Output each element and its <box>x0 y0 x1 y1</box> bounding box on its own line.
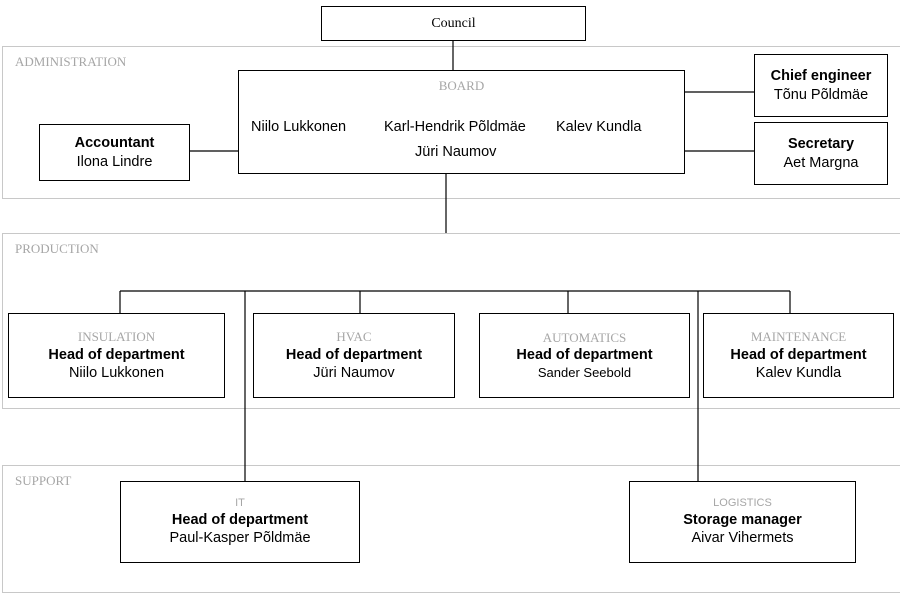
it-role: Head of department <box>171 511 309 528</box>
support-label: SUPPORT <box>15 473 72 488</box>
insulation-head-name: Niilo Lukkonen <box>68 364 165 381</box>
logistics-box: LOGISTICS Storage manager Aivar Vihermet… <box>629 481 856 563</box>
secretary-name: Aet Margna <box>783 154 859 171</box>
secretary-role: Secretary <box>787 136 855 153</box>
automatics-dept-label: AUTOMATICS <box>542 330 627 346</box>
secretary-box: Secretary Aet Margna <box>754 122 888 185</box>
automatics-box: AUTOMATICS Head of department Sander See… <box>479 313 690 398</box>
accountant-role: Accountant <box>74 135 155 152</box>
automatics-head-name: Sander Seebold <box>537 364 632 380</box>
production-label: PRODUCTION <box>15 241 99 256</box>
council-box: Council <box>321 6 586 41</box>
maintenance-box: MAINTENANCE Head of department Kalev Kun… <box>703 313 894 398</box>
board-member: Niilo Lukkonen <box>251 119 347 135</box>
administration-label: ADMINISTRATION <box>15 54 127 69</box>
board-label: BOARD <box>438 78 485 93</box>
maintenance-dept-label: MAINTENANCE <box>750 329 847 345</box>
it-head-name: Paul-Kasper Põldmäe <box>169 529 311 546</box>
administration-band: ADMINISTRATION <box>2 46 900 199</box>
insulation-box: INSULATION Head of department Niilo Lukk… <box>8 313 225 398</box>
hvac-head-name: Jüri Naumov <box>313 364 395 381</box>
maintenance-role: Head of department <box>730 346 867 363</box>
automatics-role: Head of department <box>516 347 653 364</box>
logistics-manager-name: Aivar Vihermets <box>691 529 794 546</box>
logistics-role: Storage manager <box>683 511 802 528</box>
hvac-box: HVAC Head of department Jüri Naumov <box>253 313 455 398</box>
board-member: Kalev Kundla <box>556 119 642 135</box>
insulation-role: Head of department <box>48 346 185 363</box>
production-band: PRODUCTION <box>2 233 900 409</box>
it-box: IT Head of department Paul-Kasper Põldmä… <box>120 481 360 563</box>
board-member: Jüri Naumov <box>415 144 497 160</box>
chief-engineer-role: Chief engineer <box>770 68 872 85</box>
hvac-dept-label: HVAC <box>336 329 372 345</box>
chief-engineer-box: Chief engineer Tõnu Põldmäe <box>754 54 888 117</box>
council-label: Council <box>431 15 476 31</box>
board-box: BOARD Niilo Lukkonen Karl-Hendrik Põldmä… <box>238 70 685 174</box>
logistics-dept-label: LOGISTICS <box>713 497 772 509</box>
insulation-dept-label: INSULATION <box>77 329 156 345</box>
it-dept-label: IT <box>235 497 245 509</box>
accountant-name: Ilona Lindre <box>76 153 153 170</box>
hvac-role: Head of department <box>285 346 423 363</box>
chief-engineer-name: Tõnu Põldmäe <box>773 86 869 103</box>
maintenance-head-name: Kalev Kundla <box>755 364 842 381</box>
support-band: SUPPORT <box>2 465 900 593</box>
accountant-box: Accountant Ilona Lindre <box>39 124 190 181</box>
board-member: Karl-Hendrik Põldmäe <box>384 119 526 135</box>
